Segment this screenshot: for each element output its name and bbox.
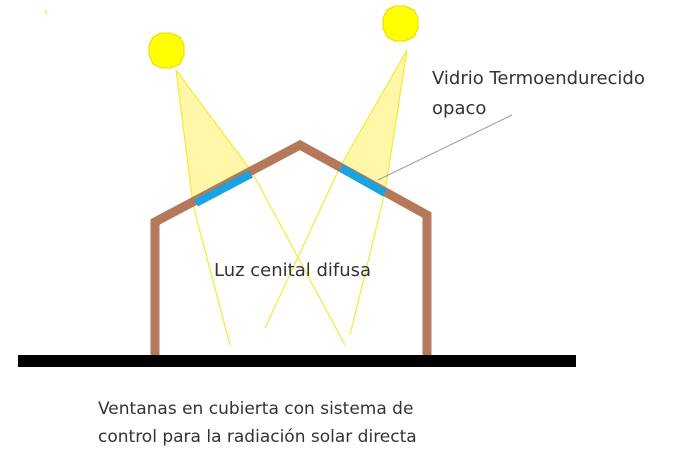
sun-icon bbox=[148, 32, 185, 69]
caption-line2: control para la radiación solar directa bbox=[98, 427, 417, 447]
speck-mark bbox=[44, 9, 48, 15]
light-ray-right-outer-b bbox=[384, 49, 408, 193]
building-outline bbox=[150, 139, 432, 357]
glass-panel-left bbox=[194, 170, 253, 207]
light-ray-left-outer-b bbox=[175, 69, 253, 173]
glass-label-line2: opaco bbox=[432, 98, 486, 119]
glass-panel-right bbox=[339, 164, 387, 197]
light-ray-inner-1 bbox=[192, 204, 231, 346]
light-ray-inner-3 bbox=[264, 166, 341, 329]
light-ray-inner-2 bbox=[251, 171, 346, 346]
ground-line bbox=[18, 355, 576, 367]
glass-label-line1: Vidrio Termoendurecido bbox=[432, 68, 645, 89]
label-leader-line bbox=[377, 114, 513, 181]
light-ray-inner-4 bbox=[349, 191, 386, 336]
sun-icon bbox=[382, 5, 419, 42]
caption-line1: Ventanas en cubierta con sistema de bbox=[98, 399, 413, 419]
light-ray-right-outer-a bbox=[339, 49, 408, 168]
center-label: Luz cenital difusa bbox=[214, 260, 371, 281]
light-ray-left-outer-a bbox=[175, 69, 194, 206]
light-cone-left bbox=[176, 70, 252, 205]
